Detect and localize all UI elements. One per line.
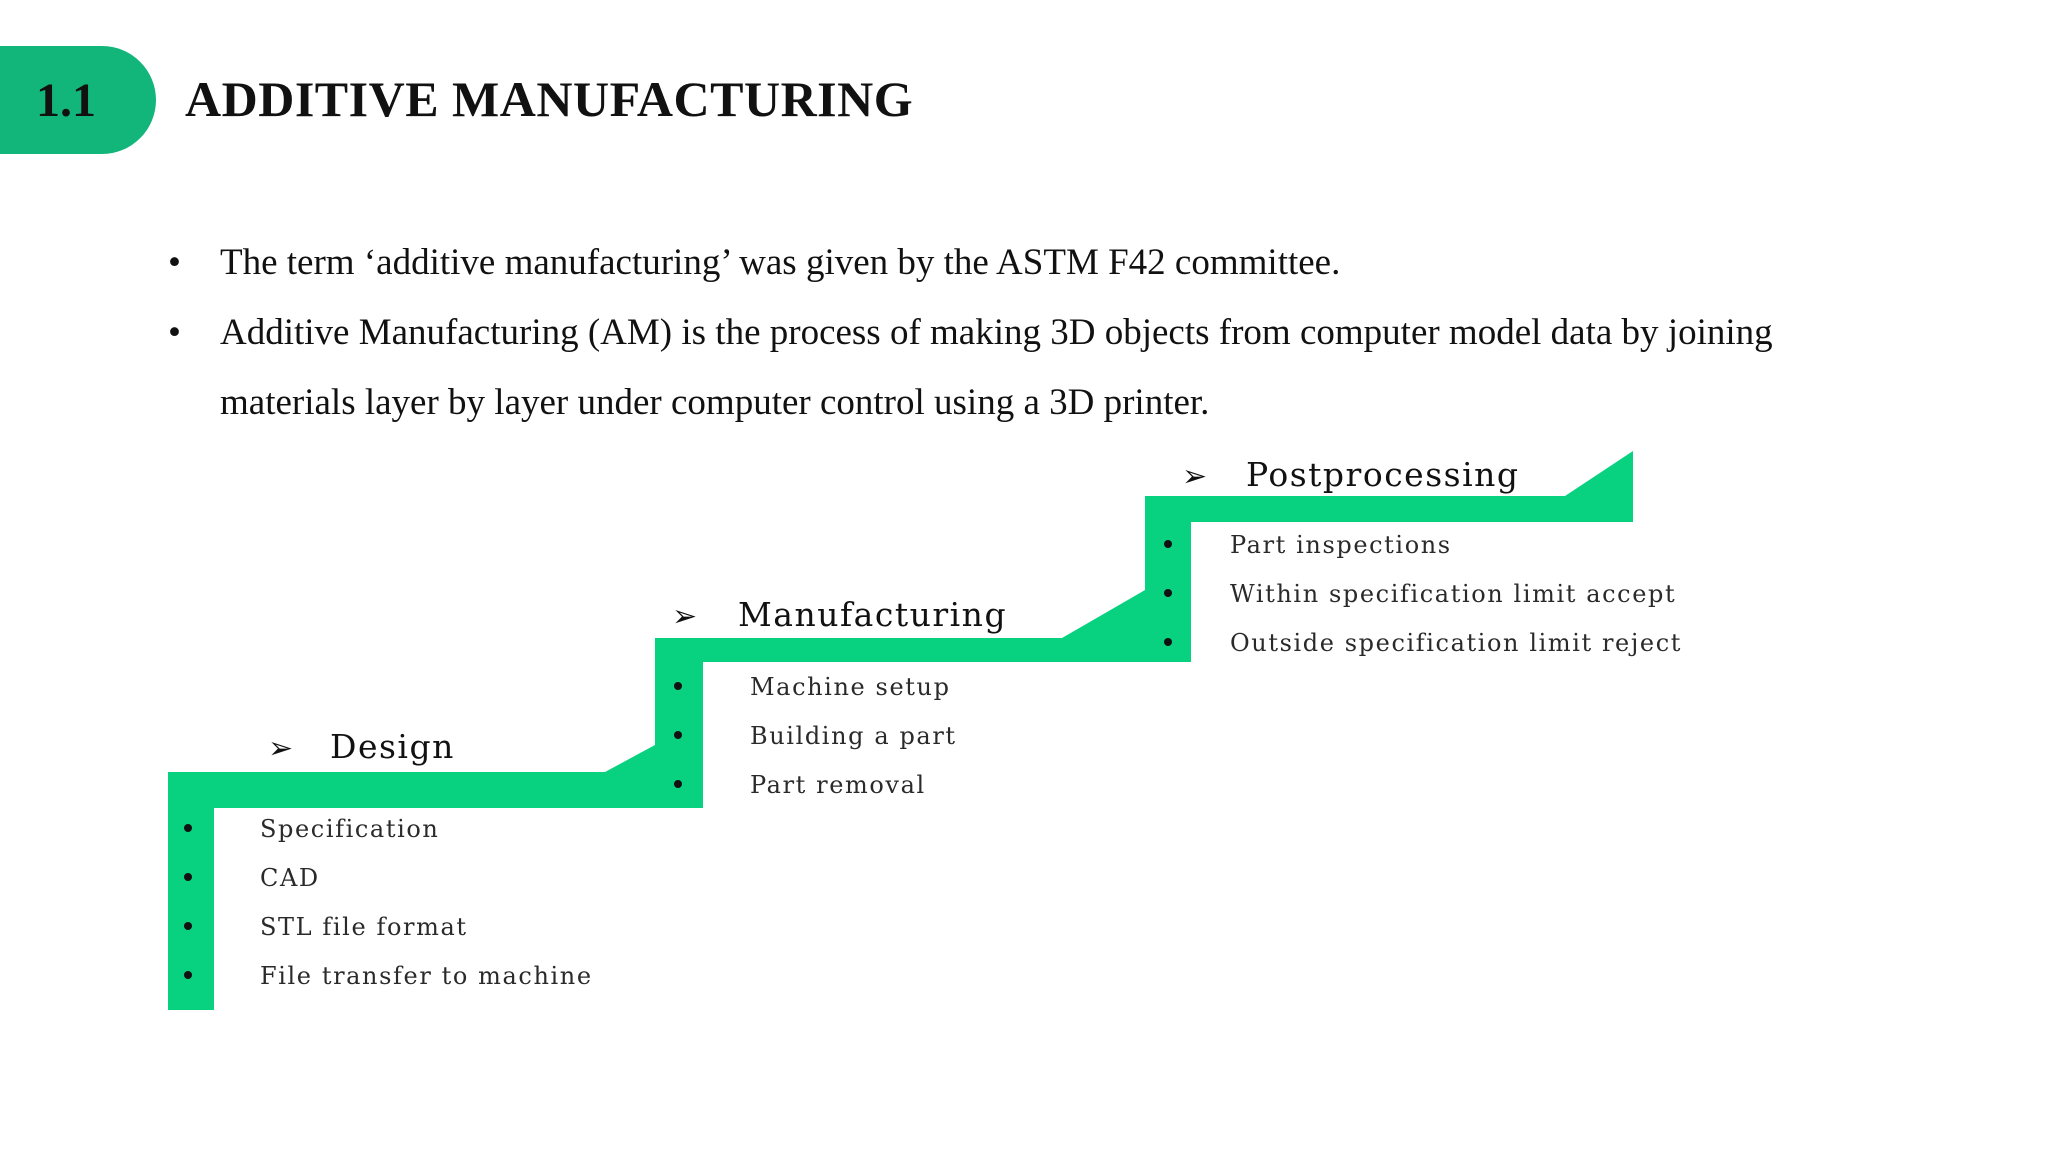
bullet-list: • The term ‘additive manufacturing’ was … — [168, 228, 1788, 438]
step-bullet — [184, 971, 192, 979]
step-bullet — [1164, 589, 1172, 597]
step-label: Machine setup — [750, 673, 951, 701]
chevron-right-icon: ➢ — [268, 731, 293, 766]
step-label: CAD — [260, 864, 320, 892]
section-number-badge: 1.1 — [0, 46, 156, 154]
chevron-right-icon: ➢ — [1182, 459, 1207, 494]
design-stair-bar — [168, 745, 655, 808]
bullet-marker: • — [168, 242, 181, 283]
stage-title: Design — [330, 727, 455, 766]
bullet-item: • The term ‘additive manufacturing’ was … — [168, 228, 1788, 298]
bullet-text: Additive Manufacturing (AM) is the proce… — [220, 312, 1773, 423]
section-number: 1.1 — [36, 73, 96, 127]
step-label: Building a part — [750, 722, 957, 750]
bullet-marker: • — [168, 312, 181, 353]
step-label: STL file format — [260, 913, 468, 941]
step-bullet — [1164, 540, 1172, 548]
postprocessing-stair-post — [1145, 496, 1191, 662]
manufacturing-stair-post — [655, 638, 703, 808]
step-bullet — [1164, 638, 1172, 646]
stage-manufacturing: ➢ Manufacturing Machine setup Building a… — [672, 595, 1007, 799]
step-label: Part removal — [750, 771, 926, 799]
step-label: File transfer to machine — [260, 962, 593, 990]
step-label: Specification — [260, 815, 439, 843]
step-label: Outside specification limit reject — [1230, 629, 1682, 657]
bullet-item: • Additive Manufacturing (AM) is the pro… — [168, 298, 1788, 438]
stage-title: Manufacturing — [738, 595, 1007, 634]
step-bullet — [674, 731, 682, 739]
stage-title: Postprocessing — [1246, 455, 1520, 494]
step-bullet — [184, 922, 192, 930]
staircase-shape — [168, 451, 1633, 1010]
step-bullet — [184, 873, 192, 881]
stage-postprocessing: ➢ Postprocessing Part inspections Within… — [1164, 455, 1682, 657]
step-bullet — [674, 780, 682, 788]
stage-design: ➢ Design Specification CAD STL file form… — [184, 727, 593, 990]
bullet-text: The term ‘additive manufacturing’ was gi… — [220, 242, 1341, 283]
page-title: ADDITIVE MANUFACTURING — [185, 71, 914, 127]
step-label: Part inspections — [1230, 531, 1452, 559]
manufacturing-stair-bar — [655, 590, 1145, 662]
design-stair-post — [168, 772, 214, 1010]
step-bullet — [674, 682, 682, 690]
chevron-right-icon: ➢ — [672, 599, 697, 634]
postprocessing-stair-bar — [1145, 451, 1633, 522]
step-label: Within specification limit accept — [1230, 580, 1676, 608]
step-bullet — [184, 824, 192, 832]
